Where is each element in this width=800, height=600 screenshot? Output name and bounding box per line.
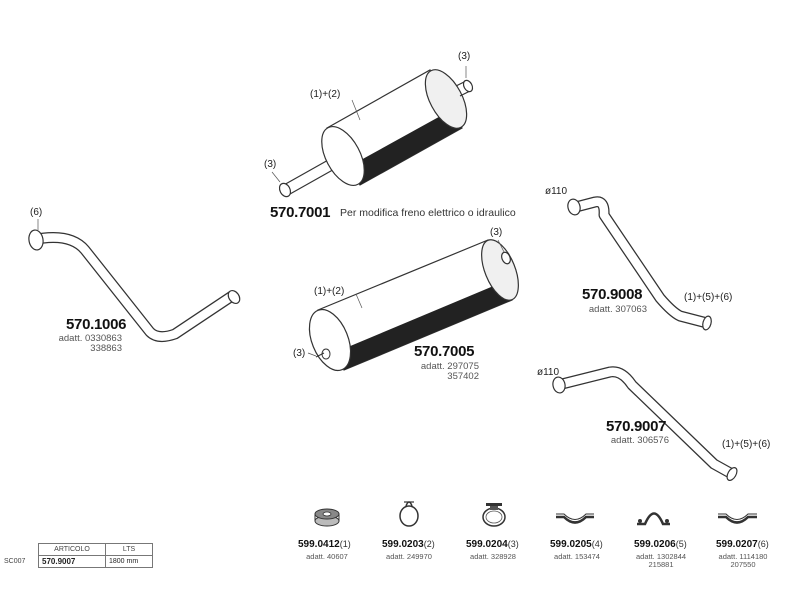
callout-7001-body: (1)+(2) [310, 89, 341, 100]
accessory-adatt-599-0206: adatt. 1302844 215881 [636, 552, 687, 569]
callout-7005-inlet: (3) [293, 348, 306, 359]
accessory-code-599-0412[interactable]: 599.0412(1) [298, 539, 351, 550]
saddle-clamp-icon[interactable] [637, 512, 670, 526]
article-header-articolo: ARTICOLO [38, 543, 106, 556]
muffler-570-7001[interactable] [271, 63, 475, 198]
callout-7005-outlet: (3) [490, 227, 503, 238]
part-code-570-1006: 570.1006 [66, 316, 127, 333]
rubber-ring-icon[interactable] [314, 508, 340, 527]
part-code-570-7005: 570.7005 [414, 343, 475, 360]
callout-7001-outlet: (3) [458, 51, 471, 62]
adatt-570-7005: adatt. 297075 357402 [420, 361, 479, 382]
article-value-length: 1800 mm [105, 555, 153, 568]
accessory-adatt-599-0204: adatt. 328928 [470, 552, 516, 561]
u-bracket-icon[interactable] [718, 513, 757, 524]
accessory-code-599-0206[interactable]: 599.0206(5) [634, 539, 687, 550]
article-value-code: 570.9007 [38, 555, 106, 568]
accessory-adatt-599-0205: adatt. 153474 [554, 552, 600, 561]
diameter-9008: ø110 [545, 186, 568, 197]
adatt-570-9008: adatt. 307063 [588, 304, 647, 315]
accessory-code-599-0207[interactable]: 599.0207(6) [716, 539, 769, 550]
callout-9007: (1)+(5)+(6) [722, 439, 771, 450]
callout-9008: (1)+(5)+(6) [684, 292, 733, 303]
callout-7001-inlet: (3) [264, 159, 277, 170]
article-row-label: SC007 [4, 558, 26, 565]
pipe-570-9008[interactable] [566, 196, 713, 331]
muffler-570-7005[interactable] [301, 235, 526, 377]
article-header-lts: LTS [105, 543, 153, 556]
adatt-570-9007: adatt. 306576 [610, 435, 669, 446]
diameter-9007: ø110 [537, 367, 560, 378]
part-code-570-9008: 570.9008 [582, 286, 643, 303]
accessory-adatt-599-0412: adatt. 40607 [306, 552, 348, 561]
accessory-code-599-0203[interactable]: 599.0203(2) [382, 539, 435, 550]
callout-7005-body: (1)+(2) [314, 286, 345, 297]
accessory-code-599-0204[interactable]: 599.0204(3) [466, 539, 519, 550]
spring-clamp-icon[interactable] [399, 501, 419, 527]
callout-1006: (6) [30, 207, 43, 218]
part-code-570-9007: 570.9007 [606, 418, 667, 435]
band-clamp-icon[interactable] [482, 503, 506, 527]
u-bracket-icon[interactable] [556, 513, 594, 524]
part-code-570-7001: 570.7001 [270, 204, 331, 221]
accessory-adatt-599-0203: adatt. 249970 [386, 552, 432, 561]
pipe-570-9007[interactable] [551, 366, 738, 482]
adatt-570-1006: adatt. 0330863 338863 [58, 333, 122, 354]
accessory-adatt-599-0207: adatt. 1114180 207550 [718, 552, 768, 569]
part-note-570-7001: Per modifica freno elettrico o idraulico [340, 207, 516, 219]
accessory-code-599-0205[interactable]: 599.0205(4) [550, 539, 603, 550]
pipe-570-1006[interactable] [27, 219, 242, 343]
article-table: ARTICOLO LTS 570.9007 1800 mm [38, 543, 153, 568]
